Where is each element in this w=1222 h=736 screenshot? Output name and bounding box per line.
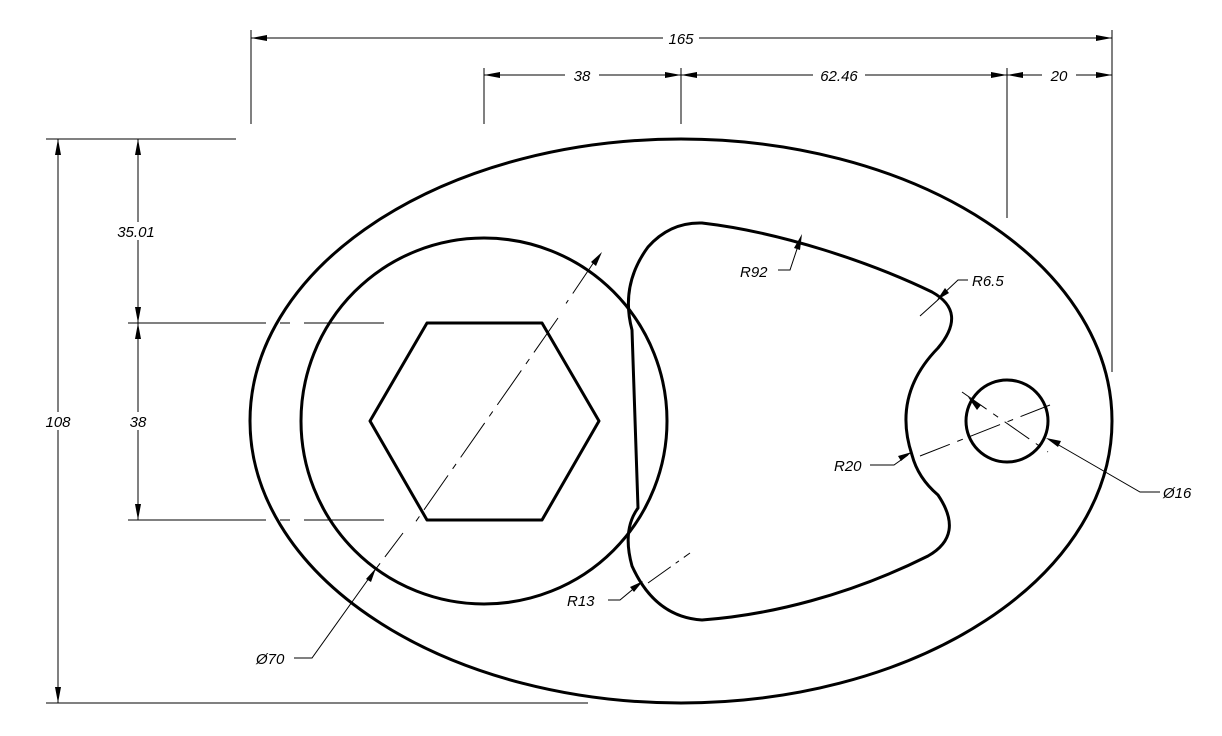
label-bg-35-01 [108, 222, 164, 240]
arrow-165-left [251, 35, 267, 41]
arrow-r6-5 [937, 288, 949, 300]
label-20: 20 [1050, 68, 1068, 85]
arrow-35-bottom [135, 307, 141, 323]
centerline-r6-5 [919, 297, 941, 317]
arrow-20-right [1096, 72, 1112, 78]
outer-ellipse [248, 137, 1114, 705]
label-r6-5: R6.5 [972, 273, 1004, 290]
label-bg-38-side [122, 412, 154, 430]
label-bg-165 [663, 29, 699, 47]
leader-r92 [778, 239, 801, 271]
arrow-38s-top [135, 323, 141, 339]
arrow-r13 [630, 581, 643, 592]
leader-dia70 [294, 573, 373, 659]
arrow-62-right [991, 72, 1007, 78]
leader-dia16 [1049, 439, 1160, 493]
label-165: 165 [668, 31, 694, 48]
arrow-dia16-inner [968, 397, 981, 410]
arrow-dia70 [366, 568, 376, 582]
arrow-108-bottom [55, 687, 61, 703]
arrow-dia16 [1046, 438, 1061, 447]
arrow-38-left [484, 72, 500, 78]
arrow-38-right [665, 72, 681, 78]
part-outline-group [248, 137, 1114, 705]
label-bg-20 [1042, 66, 1076, 84]
label-bg-108 [38, 412, 78, 430]
large-circle [299, 236, 669, 606]
dimension-text: 165 38 62.46 20 108 35.01 38 R92 R6.5 R2… [38, 29, 1192, 668]
label-62-46: 62.46 [820, 68, 858, 85]
arrow-r20 [898, 452, 912, 461]
centerline-hex-diagonal-2 [411, 317, 559, 528]
label-r20: R20 [834, 458, 862, 475]
label-dia16: Ø16 [1162, 485, 1192, 502]
centerline-hex-diagonal [564, 261, 595, 306]
label-r13: R13 [567, 593, 595, 610]
label-38-top: 38 [574, 68, 591, 85]
centerline-small-hole [919, 404, 1051, 457]
leaders [294, 234, 1160, 659]
centerline-group [371, 261, 1051, 584]
arrow-r92 [794, 234, 802, 250]
arrow-35-top [135, 139, 141, 155]
label-35-01: 35.01 [117, 224, 155, 241]
arrow-108-top [55, 139, 61, 155]
centerline-small-hole-2 [961, 391, 1049, 453]
centerline-r13 [647, 552, 691, 584]
arrowheads [55, 35, 1112, 703]
arrow-38s-bottom [135, 504, 141, 520]
kidney-slot [626, 221, 954, 622]
arrow-20-left [1007, 72, 1023, 78]
leader-r13 [608, 584, 639, 601]
label-r92: R92 [740, 264, 768, 281]
arrow-62-left [681, 72, 697, 78]
small-hole [964, 378, 1050, 464]
label-dia70: Ø70 [255, 651, 285, 668]
centerline-hex-diagonal-3 [371, 532, 404, 575]
arrow-165-right [1096, 35, 1112, 41]
extension-lines [46, 30, 1113, 704]
label-bg-62-46 [813, 66, 865, 84]
arrow-dia70-top [591, 252, 602, 266]
hexagon-socket [368, 321, 601, 522]
label-108: 108 [45, 414, 71, 431]
label-38-side: 38 [130, 414, 147, 431]
label-bg-38-top [565, 66, 599, 84]
